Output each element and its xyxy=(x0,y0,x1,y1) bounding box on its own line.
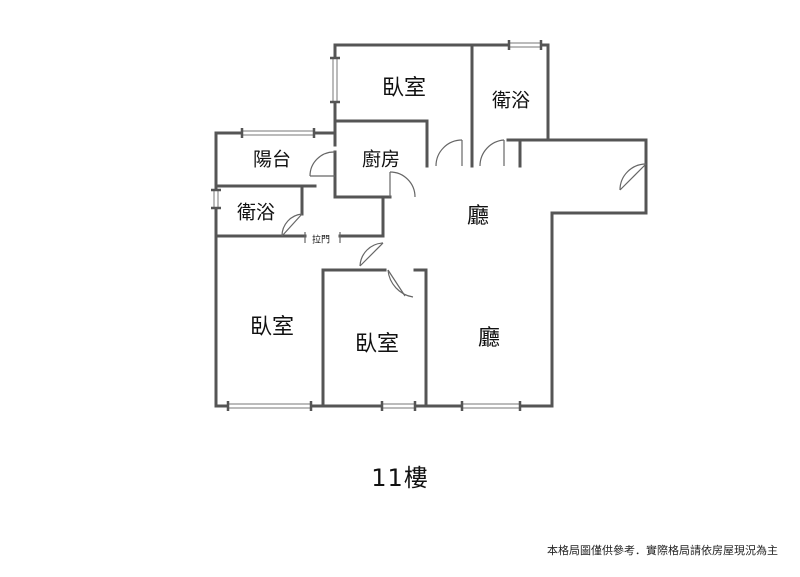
door-kitchen xyxy=(435,139,463,167)
door-middle-bedroom xyxy=(387,269,414,298)
walls xyxy=(214,43,648,408)
room-label-bedroom-top: 臥室 xyxy=(382,76,426,101)
room-label-bedroom-left: 臥室 xyxy=(250,315,294,340)
door-corridor xyxy=(359,242,384,267)
door-left-bath xyxy=(281,213,303,237)
room-labels: 臥室 衛浴 陽台 廚房 衛浴 拉門 廳 臥室 臥室 廳 xyxy=(237,76,530,357)
room-label-kitchen: 廚房 xyxy=(362,148,400,171)
room-label-balcony: 陽台 xyxy=(253,149,291,171)
door-kitchen-side xyxy=(389,171,416,198)
window-middle-bedroom xyxy=(380,401,417,411)
door-balcony xyxy=(309,151,336,177)
wall-kitchen-top xyxy=(333,119,429,168)
window-top-bedroom xyxy=(330,56,340,104)
room-label-bedroom-middle: 臥室 xyxy=(355,332,399,357)
door-top-bath xyxy=(479,139,505,167)
wall-kitchen-bottom xyxy=(333,150,392,199)
room-label-living-lower: 廳 xyxy=(478,326,500,351)
room-label-bathroom-right: 衛浴 xyxy=(492,90,530,112)
window-left-bath xyxy=(211,188,221,210)
window-top-bath xyxy=(507,40,543,50)
door-entrance xyxy=(619,163,647,191)
floor-label: 11樓 xyxy=(371,464,429,492)
label-sliding-door: 拉門 xyxy=(312,234,330,246)
room-label-living-upper: 廳 xyxy=(467,204,489,229)
wall-middle-bedroom xyxy=(321,268,387,408)
window-living xyxy=(460,401,522,411)
room-label-bathroom-left: 衛浴 xyxy=(237,202,275,224)
wall-right-living xyxy=(518,138,648,408)
doors xyxy=(281,139,647,298)
window-balcony xyxy=(240,128,316,138)
windows xyxy=(211,40,543,411)
sliding-door xyxy=(304,232,341,243)
disclaimer-text: 本格局圖僅供參考．實際格局請依房屋現況為主 xyxy=(547,544,778,557)
window-left-bedroom xyxy=(226,401,313,411)
